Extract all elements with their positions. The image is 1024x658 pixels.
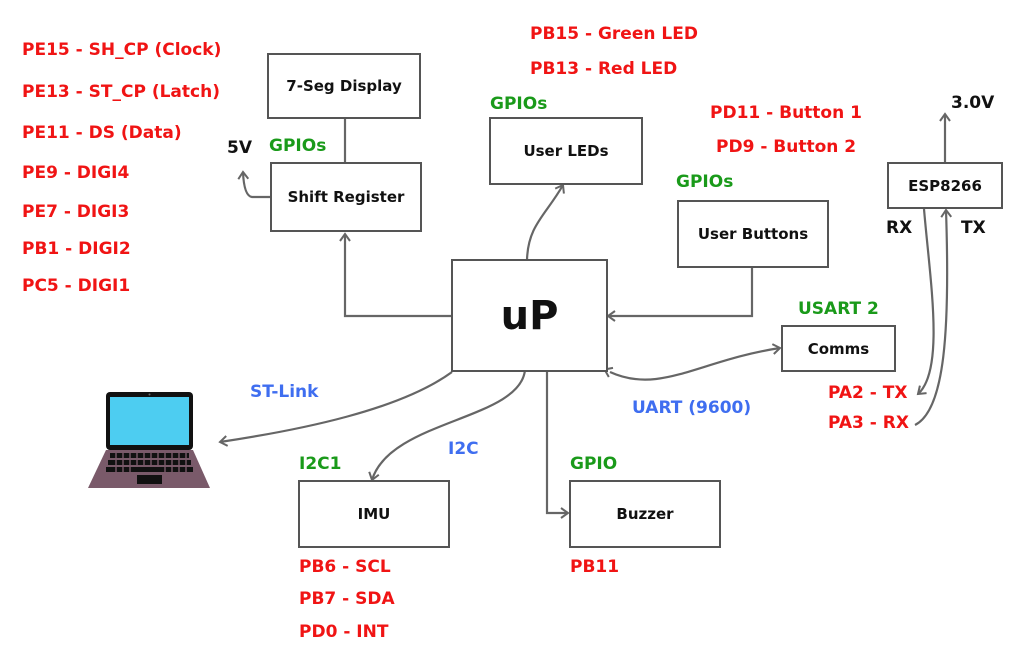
user-buttons-block: User Buttons (677, 200, 829, 268)
buzzer-peripheral-label: GPIO (570, 454, 618, 474)
user-leds-peripheral-label: GPIOs (490, 94, 548, 114)
esp-tx-label: TX (961, 218, 986, 238)
esp-rx-label: RX (886, 218, 913, 238)
line-up-imu-i2c (368, 362, 531, 482)
buzzer-label: Buzzer (616, 505, 674, 523)
imu-peripheral-label: I2C1 (299, 454, 342, 474)
pin-label: PE15 - SH_CP (Clock) (22, 40, 222, 60)
line-up-comms-uart (602, 343, 782, 381)
imu-label: IMU (357, 505, 391, 523)
microcontroller-label: uP (500, 292, 559, 339)
comms-label: Comms (807, 339, 870, 358)
pin-label: PE9 - DIGI4 (22, 163, 130, 183)
line-up-to-leds (525, 183, 565, 261)
pin-label: PD9 - Button 2 (716, 137, 857, 157)
line-pa3-to-esp-tx (914, 208, 953, 426)
user-buttons-peripheral-label: GPIOs (676, 172, 734, 192)
user-leds-block: User LEDs (489, 117, 643, 185)
pin-label: PD11 - Button 1 (710, 103, 862, 123)
power-3v-label: 3.0V (951, 93, 995, 113)
seven-seg-display-block: 7-Seg Display (267, 53, 421, 119)
shift-register-peripheral-label: GPIOs (269, 136, 327, 156)
microcontroller-block: uP (451, 259, 608, 372)
pin-label: PB11 (570, 557, 620, 577)
seven-seg-display-label: 7-Seg Display (286, 77, 402, 95)
pin-label: PA2 - TX (828, 383, 908, 403)
pin-label: PE7 - DIGI3 (22, 202, 130, 222)
line-up-to-shift-register (339, 232, 452, 318)
power-5v-label: 5V (227, 138, 252, 158)
pin-label: PA3 - RX (828, 413, 909, 433)
shift-register-label: Shift Register (287, 188, 405, 206)
user-buttons-label: User Buttons (697, 225, 809, 243)
imu-block: IMU (298, 480, 450, 548)
line-esp-rx-to-pa2 (916, 208, 935, 396)
pin-label: PB13 - Red LED (530, 59, 678, 79)
esp8266-label: ESP8266 (908, 176, 982, 195)
pin-label: PB15 - Green LED (530, 24, 698, 44)
pin-label: PE13 - ST_CP (Latch) (22, 82, 220, 102)
pin-label: PB7 - SDA (299, 589, 395, 609)
comms-block: Comms (781, 325, 896, 372)
buzzer-block: Buzzer (569, 480, 721, 548)
pin-label: PC5 - DIGI1 (22, 276, 131, 296)
uart-link-label: UART (9600) (632, 398, 752, 418)
line-buttons-to-up (606, 268, 754, 322)
pin-label: PD0 - INT (299, 622, 389, 642)
shift-register-block: Shift Register (270, 162, 422, 232)
line-up-to-buzzer (545, 372, 570, 519)
line-shift-to-5v (237, 170, 270, 199)
pin-label: PB6 - SCL (299, 557, 391, 577)
comms-peripheral-label: USART 2 (798, 299, 879, 319)
esp8266-block: ESP8266 (887, 162, 1003, 209)
user-leds-label: User LEDs (523, 142, 609, 160)
st-link-label: ST-Link (250, 382, 319, 402)
i2c-link-label: I2C (448, 439, 479, 459)
pin-label: PB1 - DIGI2 (22, 239, 131, 259)
pin-label: PE11 - DS (Data) (22, 123, 182, 143)
